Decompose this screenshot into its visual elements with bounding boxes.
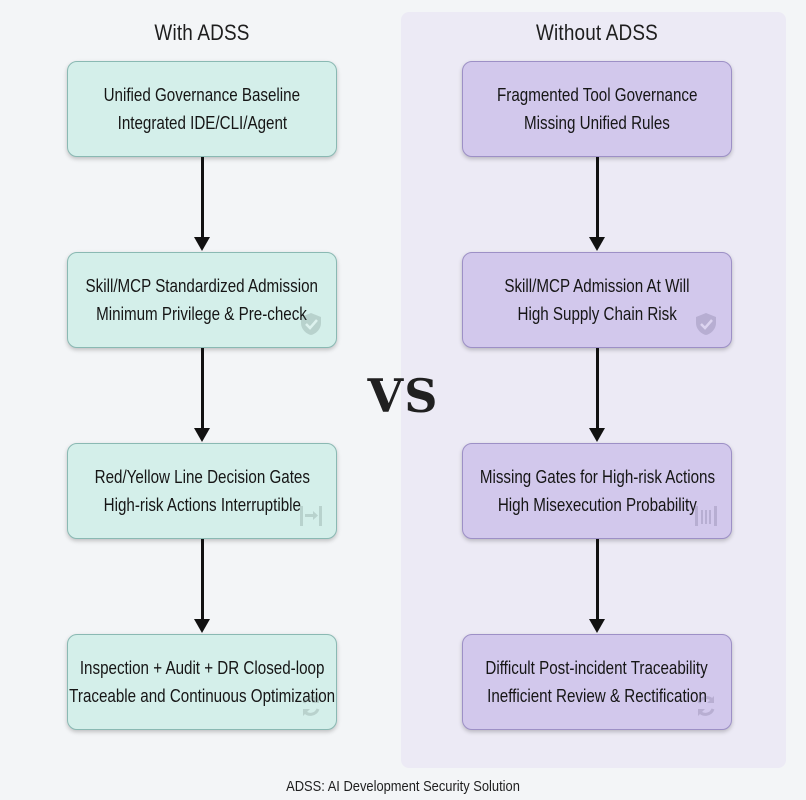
gate-icon xyxy=(695,506,717,526)
vs-label: VS xyxy=(367,369,439,423)
box-line-1: Skill/MCP Standardized Admission xyxy=(85,275,319,296)
box-line-1: Missing Gates for High-risk Actions xyxy=(479,466,715,487)
loop-icon xyxy=(302,696,320,716)
gate-icon xyxy=(300,506,322,526)
box-line-2: Inefficient Review & Rectification xyxy=(487,685,707,706)
right-box-admission: Skill/MCP Admission At Will High Supply … xyxy=(462,252,732,348)
box-line-2: High Supply Chain Risk xyxy=(517,303,677,324)
left-box-admission: Skill/MCP Standardized Admission Minimum… xyxy=(67,252,337,348)
right-column-title: Without ADSS xyxy=(536,20,658,45)
left-box-closed-loop: Inspection + Audit + DR Closed-loop Trac… xyxy=(67,634,337,730)
shield-check-icon xyxy=(696,313,716,335)
footnote: ADSS: AI Development Security Solution xyxy=(286,778,520,795)
box-line-1: Red/Yellow Line Decision Gates xyxy=(94,466,310,487)
box-line-1: Unified Governance Baseline xyxy=(103,84,301,105)
box-line-2: Minimum Privilege & Pre-check xyxy=(96,303,308,324)
box-line-1: Skill/MCP Admission At Will xyxy=(504,275,690,296)
right-box-missing-gates: Missing Gates for High-risk Actions High… xyxy=(462,443,732,539)
box-line-1: Fragmented Tool Governance xyxy=(496,84,698,105)
right-arrow-1 xyxy=(589,157,605,252)
right-box-governance: Fragmented Tool Governance Missing Unifi… xyxy=(462,61,732,157)
loop-icon xyxy=(697,696,715,716)
left-arrow-2 xyxy=(194,348,210,443)
left-column-title: With ADSS xyxy=(154,20,250,45)
right-arrow-3 xyxy=(589,539,605,634)
box-line-2: Missing Unified Rules xyxy=(524,112,670,133)
box-line-2: High-risk Actions Interruptible xyxy=(103,494,301,515)
box-line-2: Traceable and Continuous Optimization xyxy=(69,685,335,706)
shield-check-icon xyxy=(301,313,321,335)
box-line-1: Inspection + Audit + DR Closed-loop xyxy=(79,657,325,678)
left-box-governance: Unified Governance Baseline Integrated I… xyxy=(67,61,337,157)
left-arrow-3 xyxy=(194,539,210,634)
right-box-traceability: Difficult Post-incident Traceability Ine… xyxy=(462,634,732,730)
right-arrow-2 xyxy=(589,348,605,443)
left-box-decision-gates: Red/Yellow Line Decision Gates High-risk… xyxy=(67,443,337,539)
left-arrow-1 xyxy=(194,157,210,252)
box-line-2: Integrated IDE/CLI/Agent xyxy=(117,112,287,133)
box-line-1: Difficult Post-incident Traceability xyxy=(485,657,709,678)
box-line-2: High Misexecution Probability xyxy=(497,494,697,515)
